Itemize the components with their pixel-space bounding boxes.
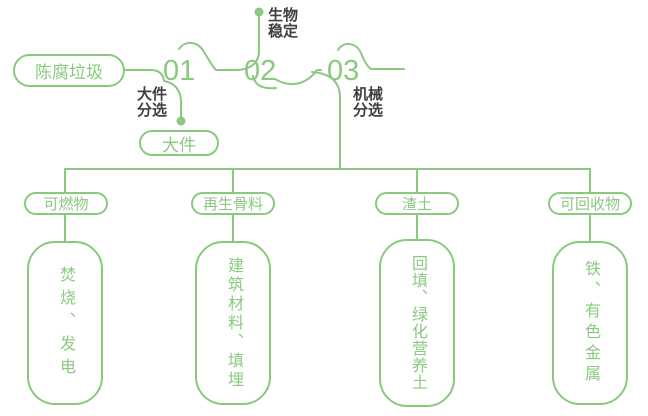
box-recyclables-use-text: 铁、有色金属 xyxy=(582,260,599,386)
branch-down-from-03 xyxy=(311,71,341,170)
step-number-02: 02 xyxy=(244,55,277,87)
node-recycled-aggregate-label: 再生骨料 xyxy=(202,196,263,213)
label-mechanical-sorting: 机械 分选 xyxy=(353,86,384,119)
node-recyclables-label: 可回收物 xyxy=(559,196,620,213)
stub-biological-stabilization xyxy=(236,15,260,71)
node-recyclables: 可回收物 xyxy=(548,192,632,215)
flow-line-source-to-01 xyxy=(124,69,165,82)
dot-bulky-sorting xyxy=(176,116,186,126)
node-slag-soil: 渣土 xyxy=(375,192,459,215)
node-recycled-aggregate: 再生骨料 xyxy=(191,192,275,215)
flow-line-02-to-03 xyxy=(274,69,322,86)
step-number-03: 03 xyxy=(327,55,360,87)
flow-line-03-out xyxy=(337,43,405,70)
box-combustible-use: 焚烧、发电 xyxy=(27,241,103,405)
stub-bulky-sorting xyxy=(163,80,182,118)
flow-line-01-to-02 xyxy=(178,42,238,71)
dot-biological-stabilization xyxy=(254,7,264,17)
node-combustible: 可燃物 xyxy=(24,192,108,215)
box-recycled-aggregate-use: 建筑材料、填埋 xyxy=(195,241,271,405)
box-combustible-use-text: 焚烧、发电 xyxy=(57,265,74,381)
box-slag-soil-use-text: 回填、绿化营养土 xyxy=(409,255,426,391)
label-biological-stabilization: 生物 稳定 xyxy=(268,7,299,40)
box-recycled-aggregate-use-text: 建筑材料、填埋 xyxy=(225,256,242,390)
node-bulky-item-label: 大件 xyxy=(162,135,196,155)
node-combustible-label: 可燃物 xyxy=(43,196,89,213)
node-bulky-item: 大件 xyxy=(139,130,219,156)
box-recyclables-use: 铁、有色金属 xyxy=(552,241,628,405)
flourish-under-02 xyxy=(252,75,277,90)
node-source-waste: 陈腐垃圾 xyxy=(13,54,125,87)
node-slag-soil-label: 渣土 xyxy=(401,196,432,213)
node-source-waste-label: 陈腐垃圾 xyxy=(35,63,103,82)
label-bulky-sorting: 大件 分选 xyxy=(137,86,168,119)
box-slag-soil-use: 回填、绿化营养土 xyxy=(379,239,455,407)
step-number-01: 01 xyxy=(163,55,196,87)
